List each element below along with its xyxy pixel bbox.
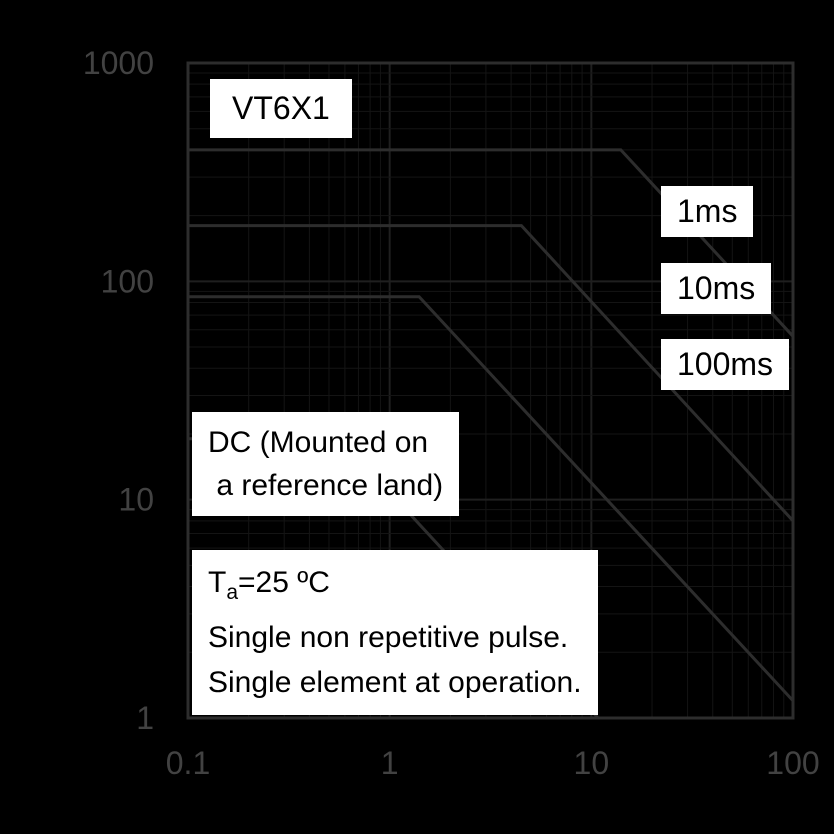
plot-frame	[186, 61, 795, 720]
x-tick-label: 1	[381, 745, 399, 781]
curve-label-100ms: 100ms	[661, 339, 790, 390]
series-curve-10ms	[188, 224, 795, 522]
curve-label-1ms: 1ms	[661, 186, 754, 237]
x-tick-label: 0.1	[166, 745, 210, 781]
y-tick-label: 10	[118, 482, 154, 518]
note-line-element: Single element at operation.	[208, 666, 582, 699]
curve-label-dc: DC (Mounted on a reference land)	[192, 412, 460, 516]
note-line-temperature: Ta=25 ºC	[208, 560, 582, 615]
x-tick-label: 10	[574, 745, 610, 781]
y-tick-label: 1000	[83, 45, 154, 81]
note-line-pulse: Single non repetitive pulse.	[208, 621, 569, 654]
series-curve-100ms	[188, 295, 795, 702]
ta-symbol: T	[208, 566, 227, 599]
dc-label-line2: a reference land)	[208, 469, 444, 502]
dc-label-line1: DC (Mounted on	[208, 426, 429, 459]
ta-value: =25 ºC	[238, 566, 330, 599]
y-tick-label: 1	[136, 700, 154, 736]
curve-label-10ms: 10ms	[661, 263, 772, 314]
x-tick-label: 100	[766, 745, 819, 781]
conditions-note: Ta=25 ºC Single non repetitive pulse. Si…	[192, 550, 598, 715]
ta-subscript: a	[226, 581, 239, 604]
part-number-label: VT6X1	[210, 79, 352, 138]
y-tick-label: 100	[101, 263, 154, 299]
